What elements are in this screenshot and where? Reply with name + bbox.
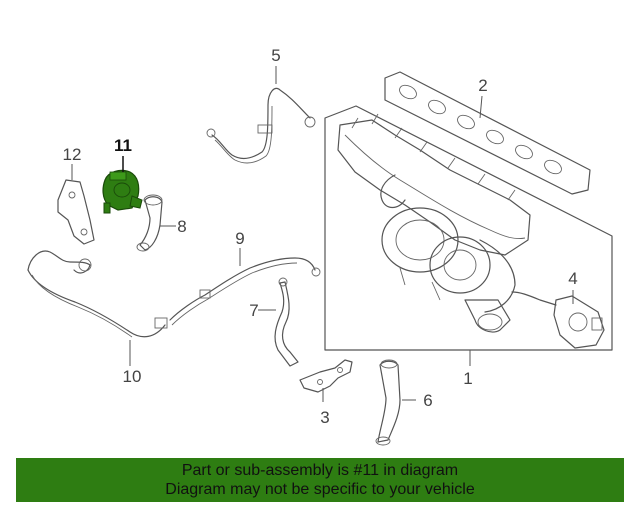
callout-6: 6 (423, 391, 432, 410)
coolant-pipe-part-6 (375, 359, 401, 446)
callout-12: 12 (63, 145, 82, 164)
bracket-part-3 (299, 359, 353, 393)
hose-elbow-part-8 (136, 194, 163, 252)
coolant-line-part-10 (27, 250, 168, 338)
callout-3: 3 (320, 408, 329, 427)
actuator-part-4 (553, 295, 605, 349)
banner-line-part-number: Part or sub-assembly is #11 in diagram (181, 462, 459, 479)
callout-11: 11 (114, 136, 132, 155)
turbocharger-assembly-part-1 (324, 105, 613, 351)
callout-2: 2 (478, 76, 487, 95)
parts-diagram: 1 2 3 4 5 6 7 8 9 10 11 12 (27, 46, 613, 446)
pump-bracket-part-12 (57, 179, 95, 245)
manifold-gasket-part-2 (384, 71, 591, 195)
callout-10: 10 (123, 367, 142, 386)
part-info-banner: Part or sub-assembly is #11 in diagram D… (16, 458, 624, 502)
coolant-line-part-9 (169, 257, 321, 326)
callout-4: 4 (568, 269, 577, 288)
leader-lines (71, 66, 574, 402)
banner-line-disclaimer: Diagram may not be specific to your vehi… (165, 481, 475, 498)
small-hose-part-7 (274, 277, 299, 367)
callout-8: 8 (177, 217, 186, 236)
callout-9: 9 (235, 229, 244, 248)
auxiliary-water-pump-part-11 (102, 169, 143, 214)
oil-feed-line-part-5 (206, 87, 316, 164)
callout-5: 5 (271, 46, 280, 65)
callout-1: 1 (463, 369, 472, 388)
callout-7: 7 (249, 301, 258, 320)
callout-labels: 1 2 3 4 5 6 7 8 9 10 11 12 (63, 46, 578, 427)
